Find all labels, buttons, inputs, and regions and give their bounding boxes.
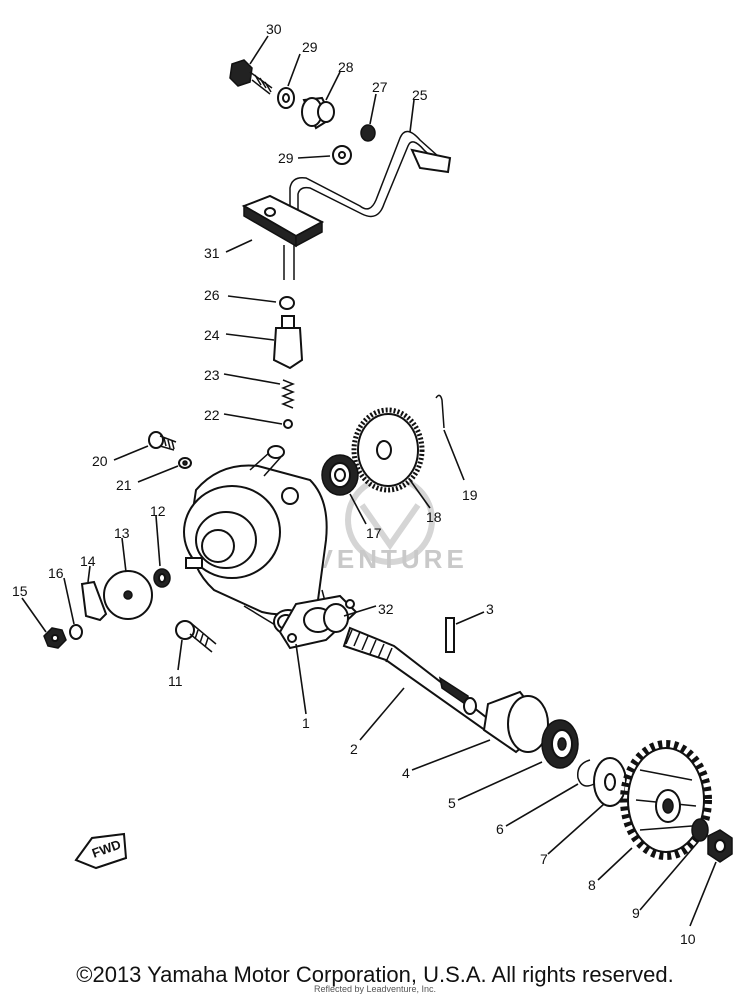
label-5: 5 [448, 795, 456, 811]
label-31: 31 [204, 245, 220, 261]
label-7: 7 [540, 851, 548, 867]
part-20-screw [148, 431, 177, 451]
part-24-valve-body [272, 315, 304, 370]
label-28: 28 [338, 59, 354, 75]
reprint-notice: Reflected by Leadventure, Inc. [313, 984, 437, 994]
part-15-nut [43, 627, 67, 649]
label-32: 32 [378, 601, 394, 617]
label-2: 2 [350, 741, 358, 757]
part-23-spring [280, 379, 296, 409]
label-13: 13 [114, 525, 130, 541]
label-26: 26 [204, 287, 220, 303]
copyright-notice: ©2013 Yamaha Motor Corporation, U.S.A. A… [76, 962, 674, 987]
label-10: 10 [680, 931, 696, 947]
label-22: 22 [204, 407, 220, 423]
part-14-lever [80, 580, 108, 622]
label-3: 3 [486, 601, 494, 617]
fwd-arrow: FWD [74, 832, 128, 870]
part-7-washer [593, 757, 627, 807]
label-27: 27 [372, 79, 388, 95]
label-15: 15 [12, 583, 28, 599]
part-2-pump-shaft [342, 626, 502, 740]
part-22-ball [283, 419, 293, 429]
part-12-washer [153, 568, 171, 588]
leader-lines [21, 35, 717, 927]
label-29-bottom: 29 [278, 150, 294, 166]
label-18: 18 [426, 509, 442, 525]
part-3-pin [445, 617, 455, 653]
oil-pump-body [183, 445, 331, 641]
part-17-oil-seal [321, 454, 359, 496]
label-11: 11 [168, 673, 183, 689]
label-23: 23 [204, 367, 220, 383]
label-16: 16 [48, 565, 64, 581]
part-13-plate [103, 570, 153, 620]
part-11-screw [175, 620, 217, 653]
part-10-nut [707, 829, 733, 863]
part-30-banjo-bolt [229, 59, 273, 95]
label-6: 6 [496, 821, 504, 837]
label-20: 20 [92, 453, 108, 469]
part-28-union [301, 96, 335, 130]
label-14: 14 [80, 553, 96, 569]
label-19: 19 [462, 487, 478, 503]
part-9-washer [691, 818, 709, 842]
part-16-washer [69, 624, 83, 640]
label-24: 24 [204, 327, 220, 343]
part-27-washer [360, 124, 376, 142]
part-5-bearing [541, 719, 579, 769]
part-26-clip [279, 296, 295, 310]
part-4-collar [482, 690, 549, 754]
part-19-pin [435, 394, 445, 429]
part-18-drive-gear-disc [351, 407, 425, 493]
label-21: 21 [116, 477, 132, 493]
label-12: 12 [150, 503, 166, 519]
part-8-driven-gear [620, 740, 712, 860]
label-8: 8 [588, 877, 596, 893]
label-29-top: 29 [302, 39, 318, 55]
part-31-grommet [241, 194, 325, 280]
label-9: 9 [632, 905, 640, 921]
label-4: 4 [402, 765, 410, 781]
part-25-oil-pipe [289, 130, 452, 225]
label-1: 1 [302, 715, 310, 731]
label-30: 30 [266, 21, 282, 37]
label-17: 17 [366, 525, 382, 541]
part-32-oil-seal [323, 603, 349, 633]
label-25: 25 [412, 87, 428, 103]
part-6-circlip [577, 759, 595, 787]
callout-labels: 30 29 28 27 25 29 31 26 24 23 22 20 21 1… [12, 21, 696, 947]
